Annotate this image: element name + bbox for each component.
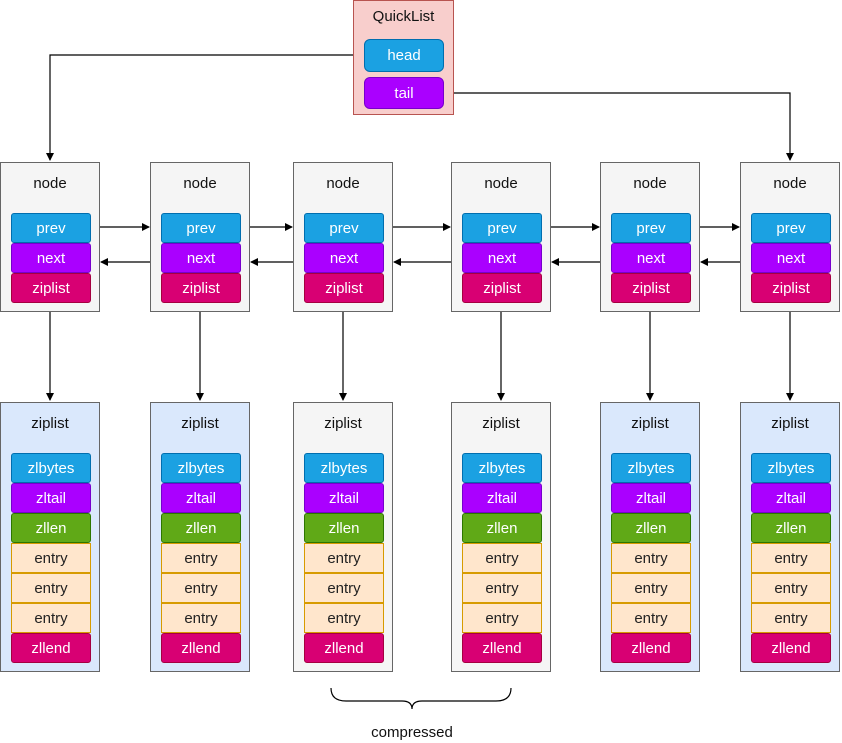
node-title: node	[33, 175, 67, 192]
node-title: node	[326, 175, 360, 192]
ziplist-field-zllen[interactable]: zllen	[611, 513, 691, 543]
ziplist-field-zllend[interactable]: zllend	[751, 633, 831, 663]
node-prev-field[interactable]: prev	[611, 213, 691, 243]
ziplist-field-zlbytes[interactable]: zlbytes	[11, 453, 91, 483]
ziplist-title: ziplist	[771, 415, 809, 432]
ziplist-field-zlbytes[interactable]: zlbytes	[462, 453, 542, 483]
ziplist-title: ziplist	[324, 415, 362, 432]
ziplist-title: ziplist	[631, 415, 669, 432]
node-prev-field[interactable]: prev	[11, 213, 91, 243]
ziplist-field-entry[interactable]: entry	[751, 573, 831, 603]
node-ziplist-field[interactable]: ziplist	[11, 273, 91, 303]
ziplist-field-zltail[interactable]: zltail	[304, 483, 384, 513]
tail-pointer[interactable]: tail	[364, 77, 444, 109]
ziplist-field-zllen[interactable]: zllen	[462, 513, 542, 543]
ziplist-field-entry[interactable]: entry	[304, 603, 384, 633]
ziplist-field-entry[interactable]: entry	[611, 603, 691, 633]
node-next-field[interactable]: next	[462, 243, 542, 273]
node-ziplist-field[interactable]: ziplist	[462, 273, 542, 303]
head-arrow	[46, 54, 363, 161]
ziplist-field-zlbytes[interactable]: zlbytes	[751, 453, 831, 483]
ziplist-field-entry[interactable]: entry	[161, 543, 241, 573]
ziplist-field-zllen[interactable]: zllen	[11, 513, 91, 543]
ziplist-field-entry[interactable]: entry	[11, 573, 91, 603]
node-title: node	[484, 175, 518, 192]
head-pointer[interactable]: head	[364, 39, 444, 72]
ziplist-field-zlbytes[interactable]: zlbytes	[161, 453, 241, 483]
ziplist-field-entry[interactable]: entry	[462, 603, 542, 633]
ziplist-field-entry[interactable]: entry	[161, 603, 241, 633]
ziplist-field-zlbytes[interactable]: zlbytes	[611, 453, 691, 483]
node-ziplist-field[interactable]: ziplist	[611, 273, 691, 303]
ziplist-field-zltail[interactable]: zltail	[611, 483, 691, 513]
node-title: node	[773, 175, 807, 192]
ziplist-field-zllend[interactable]: zllend	[161, 633, 241, 663]
node-ziplist-field[interactable]: ziplist	[161, 273, 241, 303]
node-title: node	[633, 175, 667, 192]
node-title: node	[183, 175, 217, 192]
ziplist-field-entry[interactable]: entry	[611, 543, 691, 573]
ziplist-field-entry[interactable]: entry	[304, 543, 384, 573]
node-prev-field[interactable]: prev	[161, 213, 241, 243]
ziplist-field-zllend[interactable]: zllend	[611, 633, 691, 663]
node-ziplist-field[interactable]: ziplist	[751, 273, 831, 303]
ziplist-field-zltail[interactable]: zltail	[11, 483, 91, 513]
ziplist-field-entry[interactable]: entry	[161, 573, 241, 603]
node-ziplist-field[interactable]: ziplist	[304, 273, 384, 303]
ziplist-field-entry[interactable]: entry	[462, 573, 542, 603]
node-prev-field[interactable]: prev	[304, 213, 384, 243]
compressed-label: compressed	[371, 724, 453, 741]
compressed-brace	[330, 687, 512, 710]
node-next-field[interactable]: next	[751, 243, 831, 273]
ziplist-field-entry[interactable]: entry	[11, 603, 91, 633]
quicklist-title: QuickList	[372, 8, 435, 25]
ziplist-field-entry[interactable]: entry	[11, 543, 91, 573]
node-next-field[interactable]: next	[11, 243, 91, 273]
ziplist-title: ziplist	[31, 415, 69, 432]
ziplist-field-zllen[interactable]: zllen	[304, 513, 384, 543]
ziplist-field-entry[interactable]: entry	[751, 603, 831, 633]
ziplist-field-zltail[interactable]: zltail	[462, 483, 542, 513]
ziplist-field-zllend[interactable]: zllend	[304, 633, 384, 663]
node-prev-field[interactable]: prev	[462, 213, 542, 243]
ziplist-field-entry[interactable]: entry	[462, 543, 542, 573]
ziplist-field-zlbytes[interactable]: zlbytes	[304, 453, 384, 483]
ziplist-title: ziplist	[181, 415, 219, 432]
ziplist-field-zltail[interactable]: zltail	[161, 483, 241, 513]
ziplist-field-entry[interactable]: entry	[304, 573, 384, 603]
node-next-field[interactable]: next	[304, 243, 384, 273]
ziplist-field-zllen[interactable]: zllen	[161, 513, 241, 543]
ziplist-field-zltail[interactable]: zltail	[751, 483, 831, 513]
ziplist-field-entry[interactable]: entry	[751, 543, 831, 573]
ziplist-field-entry[interactable]: entry	[611, 573, 691, 603]
quicklist-box: QuickList head tail	[353, 0, 454, 115]
node-next-field[interactable]: next	[611, 243, 691, 273]
ziplist-title: ziplist	[482, 415, 520, 432]
ziplist-field-zllen[interactable]: zllen	[751, 513, 831, 543]
tail-arrow	[453, 92, 794, 161]
node-next-field[interactable]: next	[161, 243, 241, 273]
node-prev-field[interactable]: prev	[751, 213, 831, 243]
ziplist-field-zllend[interactable]: zllend	[462, 633, 542, 663]
ziplist-field-zllend[interactable]: zllend	[11, 633, 91, 663]
